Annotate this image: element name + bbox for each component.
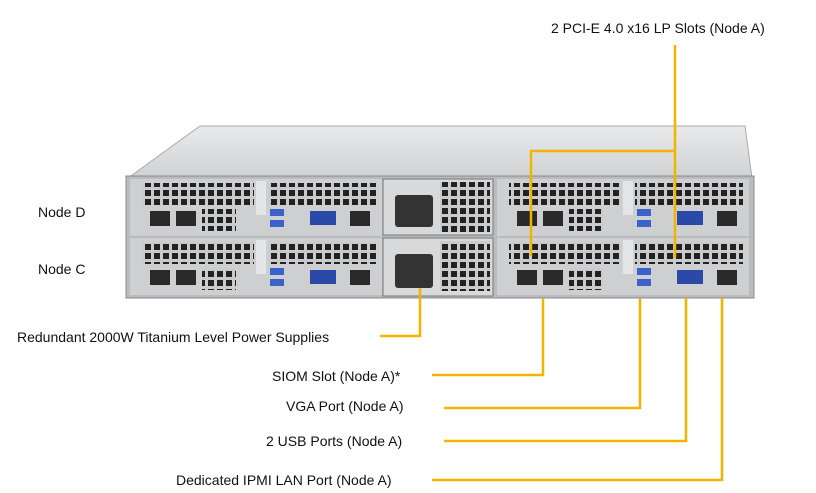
siom-grill [569, 209, 603, 231]
power-supply-top [382, 178, 494, 236]
vga-port [310, 211, 336, 225]
lan-port [517, 211, 537, 226]
label-power-supplies: Redundant 2000W Titanium Level Power Sup… [17, 329, 330, 345]
label-pcie-slots: 2 PCI-E 4.0 x16 LP Slots (Node A) [551, 20, 765, 36]
usb-port [270, 268, 284, 275]
pcie-slot-grill [509, 183, 621, 205]
leader-psu [380, 288, 422, 338]
pcie-slot-grill [268, 183, 376, 205]
power-supply-bottom [382, 237, 494, 297]
siom-grill [202, 209, 236, 231]
usb-port [637, 220, 651, 227]
usb-port [270, 220, 284, 227]
vga-port [677, 211, 703, 225]
pcie-slot-grill [268, 242, 376, 264]
pcie-slot-grill [635, 183, 743, 205]
ipmi-port [350, 211, 370, 226]
leader-siom [432, 298, 545, 377]
pcie-slot-grill [142, 183, 254, 205]
usb-port [637, 209, 651, 216]
ipmi-port [717, 211, 737, 226]
node-c-sled [130, 238, 382, 295]
label-node-c: Node C [38, 261, 86, 277]
leader-ipmi [432, 298, 724, 482]
leader-usb [444, 298, 688, 443]
vga-port [310, 270, 336, 284]
usb-port [270, 279, 284, 286]
lan-port [150, 270, 170, 285]
siom-grill [569, 268, 603, 290]
lan-port [543, 211, 563, 226]
node-a-sled [497, 238, 749, 295]
usb-port [270, 209, 284, 216]
label-vga-port: VGA Port (Node A) [286, 398, 404, 414]
lan-port [150, 211, 170, 226]
pcie-slot-grill [142, 242, 254, 264]
pcie-slot-grill [509, 242, 621, 264]
leader-lines [380, 45, 724, 482]
lan-port [176, 270, 196, 285]
label-siom-slot: SIOM Slot (Node A)* [272, 368, 401, 384]
pcie-slot-grill [635, 242, 743, 264]
siom-grill [202, 268, 236, 290]
usb-port [637, 268, 651, 275]
label-usb-ports: 2 USB Ports (Node A) [266, 433, 403, 449]
label-node-d: Node D [38, 204, 86, 220]
ipmi-port [717, 270, 737, 285]
leader-pcie-branch [529, 149, 675, 256]
lan-port [543, 270, 563, 285]
lan-port [517, 270, 537, 285]
ipmi-port [350, 270, 370, 285]
node-b-sled [497, 179, 749, 236]
usb-port [637, 279, 651, 286]
leader-vga [444, 298, 642, 410]
lan-port [176, 211, 196, 226]
node-d-sled [130, 179, 382, 236]
vga-port [677, 270, 703, 284]
label-ipmi-port: Dedicated IPMI LAN Port (Node A) [176, 472, 392, 488]
